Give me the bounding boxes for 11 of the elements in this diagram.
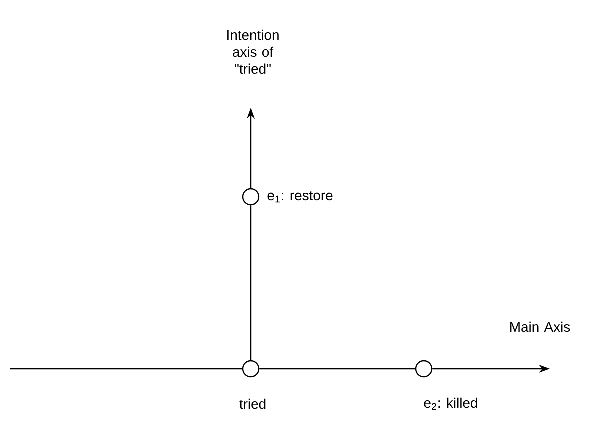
axis-label: Intention axis of "tried" [228,30,279,74]
axis-line [250,206,252,360]
circle-marker [415,360,433,378]
axis-line [260,368,416,370]
node-label: e$_{2}$: killed [424,398,478,410]
axis-label: Main Axis [510,322,570,332]
circle-marker [242,360,260,378]
axis-line [10,368,242,370]
circle-marker [242,188,260,206]
node-label: tried [240,398,266,410]
node-label: e$_{1}$: restore [268,191,333,203]
